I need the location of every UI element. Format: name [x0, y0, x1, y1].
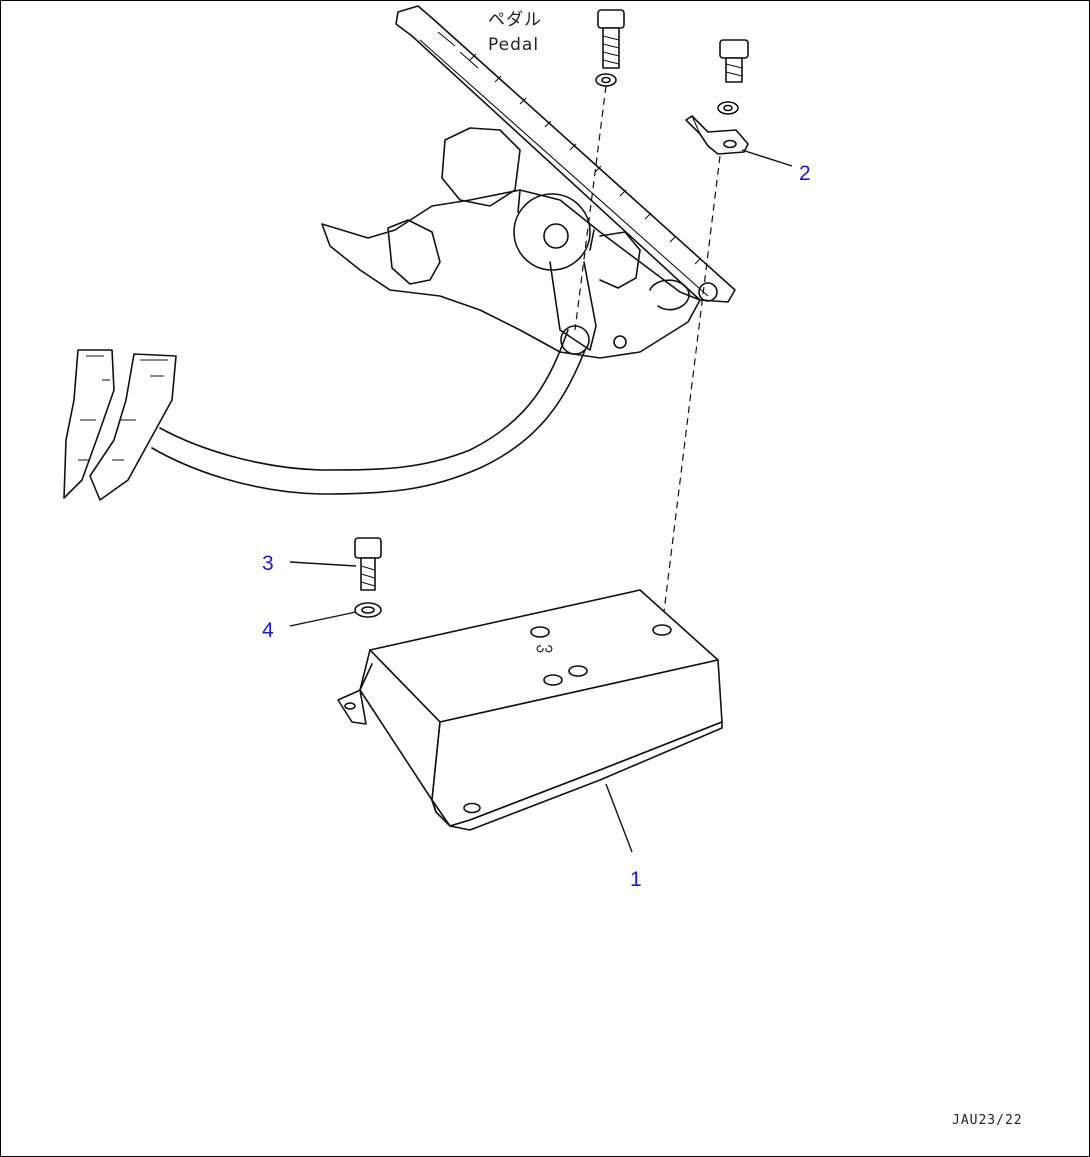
- leader-line-3: [289, 561, 357, 567]
- tab-bracket-part-2: [685, 115, 749, 155]
- leader-line-4: [289, 611, 357, 627]
- pedal-assembly: [63, 5, 736, 501]
- callout-1: 1: [630, 868, 642, 891]
- bolt-upper-left: [595, 9, 625, 87]
- drawing-code: JAU23/22: [952, 1113, 1023, 1128]
- pedal-label-jp: ペダル: [488, 10, 542, 30]
- assembly-line-bolt-left: [574, 85, 607, 331]
- leader-line-1: [605, 783, 633, 853]
- mounting-bracket-part-1: [337, 589, 723, 831]
- bolt-upper-right: [717, 39, 749, 115]
- washer-part-4: [354, 602, 382, 618]
- callout-2: 2: [799, 162, 811, 185]
- pedal-label-en: Pedal: [488, 35, 539, 55]
- callout-3: 3: [262, 552, 274, 575]
- bolt-part-3: [354, 537, 382, 591]
- assembly-line-bolt-right: [661, 155, 721, 629]
- callout-4: 4: [262, 619, 274, 642]
- leader-line-2: [741, 149, 793, 167]
